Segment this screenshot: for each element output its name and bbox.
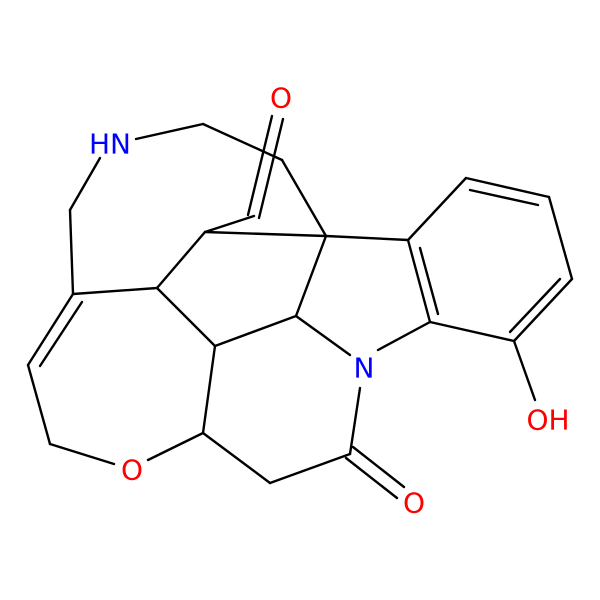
bond-ch-ch2-o	[26, 363, 52, 446]
bond-carbonyl-top-1	[257, 117, 285, 220]
bond-carbonyl-top-2	[246, 114, 274, 217]
bond-alkene-2	[38, 300, 84, 368]
bond-ch2-ch2	[201, 122, 284, 162]
bond-ch-ch-center	[155, 286, 217, 348]
bond-ch2-lactam-c	[268, 452, 352, 485]
bond-ch-center-ch-o	[201, 344, 217, 435]
bond-ch2-ch-left	[155, 230, 207, 290]
bond-nh-ch2-left	[68, 156, 102, 212]
bond-arene-oh	[512, 339, 537, 402]
hydroxyl-label: OH	[526, 404, 569, 437]
bond-ch2-quaternary-2	[203, 230, 328, 238]
bond-quaternary-arene	[324, 234, 410, 242]
bond-lactam-c-nitrogen	[348, 386, 362, 456]
bond-arene-6	[428, 320, 516, 343]
bond-lactam-co-1	[351, 445, 406, 489]
bond-nitrogen-arene	[376, 320, 432, 352]
carbonyl-oxygen-top-label: O	[270, 82, 292, 115]
bond-lactam-co-2	[344, 456, 399, 500]
bond-ch-center-ch-n	[213, 314, 298, 348]
bond-lines	[26, 114, 574, 500]
bond-ch2-alkene-c	[68, 208, 75, 296]
bond-arene-5	[512, 277, 574, 343]
carbonyl-oxygen-bottom-label: O	[403, 487, 425, 520]
bond-arene-4	[547, 195, 574, 281]
bond-carbonyl-carbon-ring	[203, 214, 256, 234]
bond-arene-1	[406, 238, 432, 324]
bond-nh-ch2-right	[134, 122, 205, 141]
ring-nitrogen-label: N	[354, 352, 375, 385]
bond-alkene-1	[26, 292, 75, 367]
bond-arene-5-inner	[508, 277, 562, 334]
bond-arene-3-inner	[468, 188, 540, 207]
atom-labels: O HN N OH O O	[89, 82, 570, 520]
bond-ether-o-ch	[146, 431, 205, 462]
bond-arene-3	[464, 176, 551, 199]
ether-oxygen-label: O	[121, 454, 143, 487]
amine-nh-label: HN	[89, 128, 131, 161]
bond-ch-o-ch2	[201, 431, 272, 485]
bond-alkene-c-ch	[71, 286, 159, 296]
bond-ch2-ether-o	[48, 442, 116, 466]
bond-ch2-quaternary	[280, 158, 328, 238]
bond-arene-2	[406, 176, 468, 242]
bond-arene-1-inner	[418, 246, 440, 316]
bond-ch-n-quaternary	[294, 234, 328, 318]
bond-ch-n-nitrogen	[294, 314, 352, 357]
